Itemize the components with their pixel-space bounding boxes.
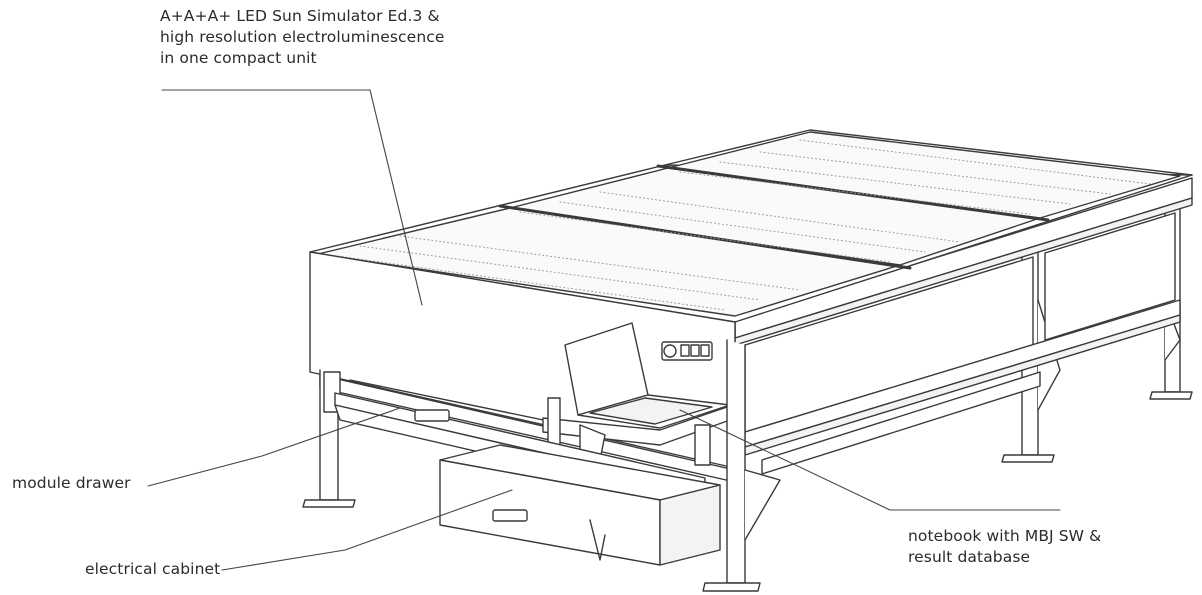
sun-simulator-callout: A+A+A+ LED Sun Simulator Ed.3 & high res… — [160, 6, 445, 69]
laptop-icon — [542, 322, 731, 469]
sun-simulator-callout-line: A+A+A+ LED Sun Simulator Ed.3 & — [160, 7, 440, 25]
notebook-callout: notebook with MBJ SW & result database — [908, 526, 1101, 568]
sun-simulator-callout-line: high resolution electroluminescence — [160, 28, 445, 46]
drawer-handle-icon — [414, 409, 450, 422]
connector-panel-icon — [661, 341, 713, 361]
electrical-cabinet — [439, 444, 721, 566]
right-side-frame — [734, 177, 1193, 475]
notebook-callout-line: notebook with MBJ SW & — [908, 527, 1102, 545]
sun-simulator-callout-line: in one compact unit — [160, 49, 317, 67]
panel-dot-texture — [329, 139, 1151, 311]
module-drawer-callout: module drawer — [12, 474, 131, 492]
front-right-leg — [702, 339, 781, 592]
leader-lines — [147, 89, 1061, 571]
electrical-cabinet-callout: electrical cabinet — [85, 560, 221, 578]
notebook-callout-line: result database — [908, 548, 1031, 566]
